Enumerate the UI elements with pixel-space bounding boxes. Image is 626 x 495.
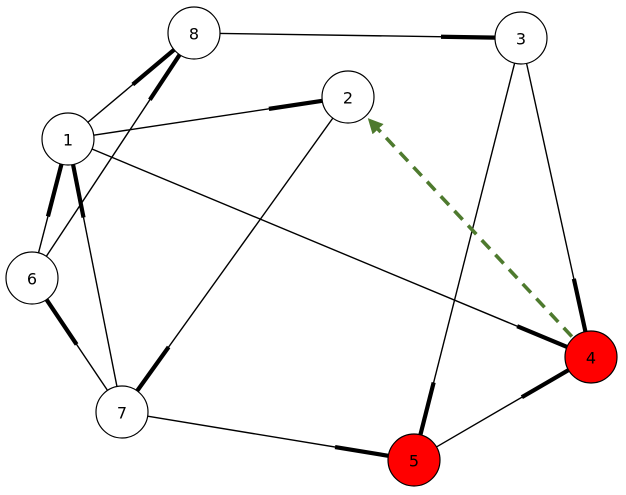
node-5: 5: [387, 433, 441, 487]
edge-heavy-end: [520, 368, 570, 400]
edge-6-1: [37, 163, 64, 254]
edge-heavy-end: [516, 324, 568, 349]
node-circle: [564, 330, 618, 384]
edge-heavy-end: [44, 298, 79, 346]
node-circle: [41, 112, 95, 166]
arrows-layer: [367, 118, 574, 338]
edge-2-7: [135, 117, 334, 393]
node-1: 1: [41, 112, 95, 166]
node-label: 7: [117, 404, 127, 423]
edge-1-8: [87, 48, 176, 123]
edge-heavy-end: [135, 345, 171, 393]
node-label: 2: [343, 89, 353, 108]
node-circle: [387, 433, 441, 487]
edge-heavy-end: [440, 34, 496, 40]
edge-heavy-end: [45, 163, 64, 217]
edge-5-4: [436, 368, 570, 448]
node-circle: [95, 385, 149, 439]
node-label: 6: [27, 270, 37, 289]
edge-heavy-end: [268, 98, 323, 111]
node-label: 8: [189, 25, 199, 44]
node-circle: [321, 70, 375, 124]
edge-7-1: [70, 164, 118, 387]
node-label: 1: [63, 131, 73, 150]
nodes-layer: 1 2 3 4 5 6 7 8: [5, 6, 618, 487]
node-circle: [167, 6, 221, 60]
node-circle: [494, 11, 548, 65]
edge-heavy-end: [131, 48, 176, 87]
edge-heavy-end: [70, 164, 86, 218]
arrow-4-2: [367, 118, 574, 338]
edge-heavy-end: [418, 381, 436, 436]
node-8: 8: [167, 6, 221, 60]
node-circle: [5, 251, 59, 305]
edge-8-3: [219, 32, 496, 40]
node-label: 5: [409, 452, 419, 471]
edge-6-8: [45, 53, 182, 257]
edge-7-6: [44, 298, 109, 391]
node-2: 2: [321, 70, 375, 124]
edge-1-4: [91, 148, 568, 349]
edge-heavy-end: [334, 444, 389, 458]
edge-heavy-end: [148, 53, 182, 101]
edges-layer: [37, 32, 588, 458]
edge-heavy-end: [571, 278, 588, 333]
node-3: 3: [494, 11, 548, 65]
node-label: 3: [516, 30, 526, 49]
edge-3-5: [418, 63, 516, 436]
node-label: 4: [586, 349, 596, 368]
edge-1-2: [93, 98, 323, 136]
edge-3-4: [525, 63, 588, 333]
node-7: 7: [95, 385, 149, 439]
edge-7-5: [147, 415, 389, 458]
node-4: 4: [564, 330, 618, 384]
node-6: 6: [5, 251, 59, 305]
